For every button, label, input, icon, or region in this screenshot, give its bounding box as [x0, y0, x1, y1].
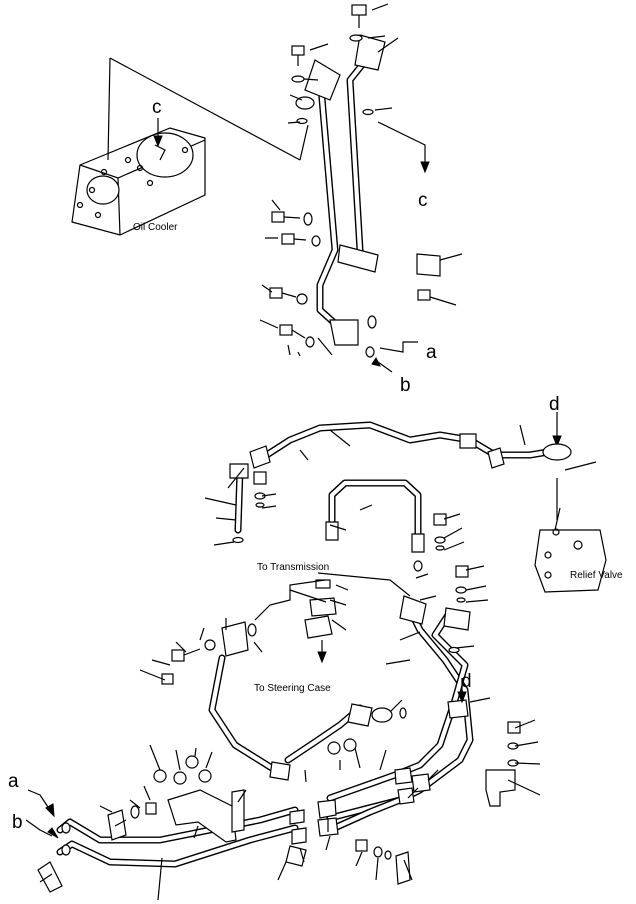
main-pipes — [56, 421, 572, 868]
label-d-top: d — [549, 394, 560, 415]
label-a-left: a — [8, 771, 19, 792]
top-bolts — [269, 4, 431, 358]
oil-cooler — [71, 127, 206, 236]
label-d-mid: d — [461, 671, 472, 692]
label-c-cooler: c — [152, 97, 162, 118]
cooler-pipes — [304, 34, 441, 346]
label-b-mid: b — [400, 375, 411, 396]
label-c-arrow: c — [418, 190, 428, 211]
label-to-transmission: To Transmission — [257, 562, 329, 573]
label-to-steering-case: To Steering Case — [254, 683, 331, 694]
label-b-left: b — [12, 812, 23, 833]
label-relief-valve: Relief Valve — [570, 570, 623, 581]
relief-valve — [534, 507, 607, 593]
middle-hardware — [61, 471, 521, 860]
lower-leaders — [25, 424, 597, 901]
label-oil-cooler: Oil Cooler — [133, 222, 178, 233]
cooler-leader — [107, 57, 309, 161]
label-a-mid: a — [426, 342, 437, 363]
top-leaders — [259, 3, 463, 373]
brackets — [37, 769, 516, 893]
